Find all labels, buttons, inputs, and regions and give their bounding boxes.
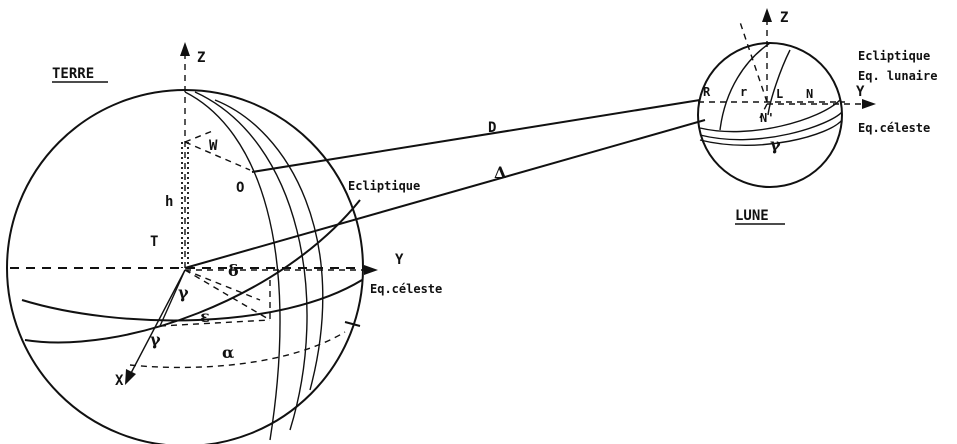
- earth-gamma-base: [159, 319, 271, 327]
- earth-y-arrowhead: [364, 265, 378, 275]
- earth-z-label: Z: [197, 50, 205, 66]
- earth-projection-line-1: [184, 269, 271, 321]
- earth-observer-label: O: [236, 180, 244, 196]
- moon-tilted-axis: [739, 21, 768, 103]
- moon-vernal-point-label: γ: [770, 135, 781, 154]
- moon-lunar-equator-arc: [699, 99, 841, 133]
- moon-y-label: Y: [856, 84, 865, 100]
- earth-ecliptic-arc: [24, 199, 361, 344]
- earth-title: TERRE: [52, 66, 94, 82]
- observer-to-moon-line: [251, 99, 701, 173]
- distance-delta-label: Δ: [494, 163, 506, 182]
- moon-sphere-group: [697, 8, 876, 188]
- earth-declination-label: δ: [228, 261, 239, 280]
- earth-meridian-1: [184, 91, 281, 441]
- moon-z-arrowhead: [762, 8, 772, 22]
- earth-w-line-2: [184, 129, 216, 143]
- earth-y-label: Y: [395, 252, 404, 268]
- earth-meridian-3: [214, 99, 324, 391]
- earth-alpha-arc: [129, 331, 346, 369]
- earth-x-arrowhead: [125, 369, 136, 385]
- moon-celestial-equator-label: Eq.céleste: [858, 121, 930, 135]
- moon-title: LUNE: [735, 208, 769, 224]
- moon-r-lower-label: r: [740, 85, 747, 99]
- moon-meridian-2: [767, 49, 791, 116]
- earth-gamma-small-label: γ: [178, 283, 189, 302]
- earth-w-line: [184, 141, 251, 171]
- earth-tick-marker: [344, 321, 361, 327]
- earth-center-label: T: [150, 234, 158, 250]
- earth-x-axis: [129, 269, 186, 376]
- moon-meridian: [719, 42, 771, 131]
- earth-vernal-point-label: γ: [150, 330, 161, 349]
- earth-projection-line-2: [184, 269, 261, 301]
- moon-ecliptic-arc: [699, 111, 843, 141]
- earth-ecliptic-label: Ecliptique: [348, 179, 420, 193]
- moon-center-label: L: [776, 87, 783, 101]
- moon-z-label: Z: [780, 10, 788, 26]
- earth-height-label: h: [165, 194, 173, 210]
- earth-meridian-2: [194, 91, 308, 431]
- moon-lunar-equator-label: Eq. lunaire: [858, 69, 937, 83]
- earth-right-ascension-label: α: [222, 343, 234, 362]
- moon-n-prime-line: [759, 103, 768, 119]
- earth-z-arrowhead: [180, 42, 190, 56]
- earth-x-label: X: [115, 373, 124, 389]
- earth-celestial-equator-label: Eq.céleste: [370, 282, 442, 296]
- earth-gamma-line: [159, 269, 186, 327]
- earth-celestial-equator-arc: [21, 279, 363, 322]
- moon-n-label: N: [806, 87, 813, 101]
- moon-y-arrowhead: [862, 99, 876, 109]
- earth-sphere-group: [6, 42, 378, 444]
- center-to-moon-line: [184, 119, 706, 269]
- moon-ecliptic-label: Ecliptique: [858, 49, 930, 63]
- earth-w-label: W: [209, 138, 218, 154]
- moon-celestial-equator-arc: [699, 119, 843, 146]
- earth-obliquity-label: ε: [200, 307, 210, 326]
- moon-n-prime-label: N': [760, 111, 774, 125]
- distance-d-label: D: [488, 120, 496, 136]
- moon-r-upper-label: R: [703, 85, 711, 99]
